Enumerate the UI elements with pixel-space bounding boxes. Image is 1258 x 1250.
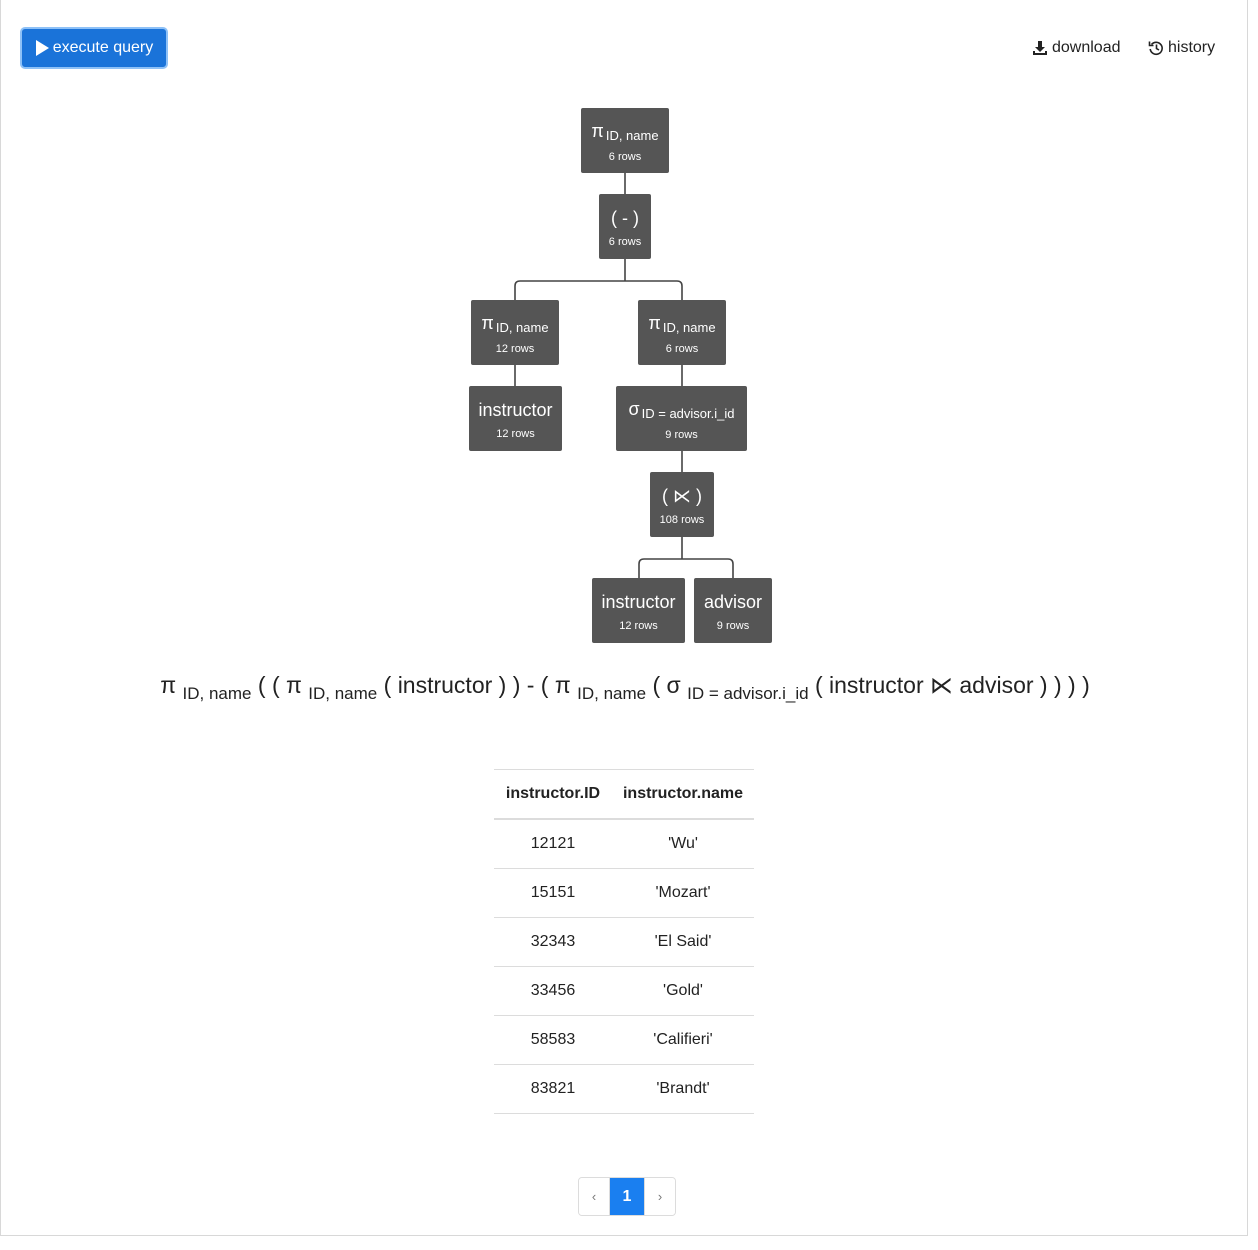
node-symbol: π bbox=[481, 312, 494, 333]
cell-name: 'Wu' bbox=[612, 819, 754, 869]
pagination-prev-button[interactable]: ‹ bbox=[579, 1178, 610, 1215]
node-symbol: instructor bbox=[601, 591, 676, 612]
history-icon bbox=[1148, 41, 1163, 56]
node-row-count: 6 rows bbox=[608, 235, 642, 248]
node-subscript: ID = advisor.i_id bbox=[641, 405, 735, 421]
node-symbol: π bbox=[591, 120, 604, 141]
node-symbol: σ bbox=[628, 398, 640, 419]
tree-node-difference[interactable]: ( - ) 6 rows bbox=[599, 194, 651, 259]
pagination-next-button[interactable]: › bbox=[644, 1178, 675, 1215]
cell-name: 'Brandt' bbox=[612, 1064, 754, 1114]
expr-part: ( ( π bbox=[257, 672, 302, 698]
node-row-count: 12 rows bbox=[495, 342, 535, 355]
expr-subscript: ID = advisor.i_id bbox=[687, 684, 809, 703]
history-button[interactable]: history bbox=[1148, 37, 1215, 59]
table-row: 83821 'Brandt' bbox=[494, 1064, 754, 1114]
tree-node-advisor[interactable]: advisor 9 rows bbox=[694, 578, 772, 643]
cell-name: 'Gold' bbox=[612, 966, 754, 1016]
execute-query-button[interactable]: execute query bbox=[20, 27, 168, 69]
node-row-count: 9 rows bbox=[665, 428, 698, 441]
download-icon bbox=[1033, 41, 1047, 55]
tree-node-instructor-right[interactable]: instructor 12 rows bbox=[592, 578, 685, 643]
column-header-id[interactable]: instructor.ID bbox=[494, 769, 612, 820]
cell-id: 83821 bbox=[494, 1064, 612, 1114]
history-label: history bbox=[1168, 39, 1216, 56]
tree-node-instructor-left[interactable]: instructor 12 rows bbox=[469, 386, 562, 451]
download-label: download bbox=[1052, 39, 1121, 56]
node-row-count: 9 rows bbox=[716, 619, 750, 632]
cell-id: 15151 bbox=[494, 868, 612, 918]
pagination: ‹ 1 › bbox=[578, 1177, 676, 1216]
relational-algebra-expression: π ID, name ( ( π ID, name ( instructor )… bbox=[0, 672, 1250, 703]
node-symbol: ( ⋉ ) bbox=[662, 485, 702, 506]
expr-part: ( σ bbox=[652, 672, 681, 698]
column-header-name[interactable]: instructor.name bbox=[612, 769, 754, 820]
node-subscript: ID, name bbox=[495, 319, 549, 335]
node-row-count: 12 rows bbox=[496, 427, 535, 440]
play-icon bbox=[35, 40, 49, 56]
node-subscript: ID, name bbox=[605, 127, 659, 143]
node-symbol: advisor bbox=[703, 591, 763, 612]
expr-part: ( instructor ⋉ advisor ) ) ) ) bbox=[814, 672, 1090, 698]
cell-name: 'Mozart' bbox=[612, 868, 754, 918]
cell-id: 32343 bbox=[494, 917, 612, 967]
node-subscript: ID, name bbox=[662, 319, 716, 335]
cell-id: 12121 bbox=[494, 819, 612, 869]
node-symbol: π bbox=[648, 312, 661, 333]
table-header-row: instructor.ID instructor.name bbox=[494, 769, 754, 820]
pagination-page-1[interactable]: 1 bbox=[610, 1178, 644, 1215]
node-symbol: ( - ) bbox=[611, 207, 639, 228]
cell-name: 'Califieri' bbox=[612, 1015, 754, 1065]
table-row: 15151 'Mozart' bbox=[494, 868, 754, 918]
node-symbol: instructor bbox=[478, 399, 553, 420]
node-row-count: 6 rows bbox=[608, 150, 642, 163]
expr-part: π bbox=[160, 672, 177, 698]
download-button[interactable]: download bbox=[1032, 37, 1121, 59]
expr-part: ( instructor ) ) - ( π bbox=[383, 672, 571, 698]
cell-id: 33456 bbox=[494, 966, 612, 1016]
tree-node-join[interactable]: ( ⋉ ) 108 rows bbox=[650, 472, 714, 537]
table-row: 33456 'Gold' bbox=[494, 966, 754, 1016]
table-row: 58583 'Califieri' bbox=[494, 1015, 754, 1065]
result-table: instructor.ID instructor.name 12121 'Wu'… bbox=[494, 769, 754, 1114]
node-row-count: 12 rows bbox=[619, 619, 658, 632]
cell-id: 58583 bbox=[494, 1015, 612, 1065]
expr-subscript: ID, name bbox=[577, 684, 647, 703]
expr-subscript: ID, name bbox=[308, 684, 378, 703]
expr-subscript: ID, name bbox=[182, 684, 252, 703]
node-row-count: 6 rows bbox=[665, 342, 699, 355]
execute-query-label: execute query bbox=[52, 39, 154, 56]
node-row-count: 108 rows bbox=[659, 513, 705, 526]
cell-name: 'El Said' bbox=[612, 917, 754, 967]
table-row: 12121 'Wu' bbox=[494, 819, 754, 869]
table-row: 32343 'El Said' bbox=[494, 917, 754, 967]
